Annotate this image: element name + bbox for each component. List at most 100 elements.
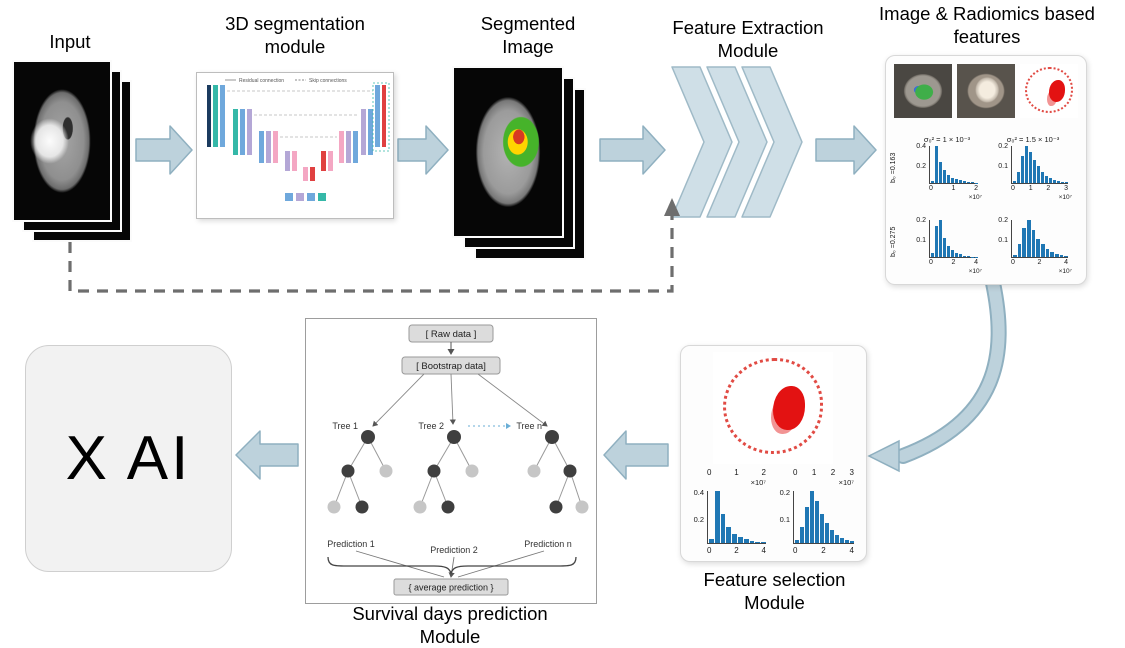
tree-n-label: Tree n xyxy=(516,421,542,431)
hist-bar xyxy=(830,530,834,543)
hist-bar xyxy=(947,245,950,257)
segmentation-module-label: 3D segmentation module xyxy=(225,13,365,58)
curved-arrow-features-to-selection xyxy=(867,275,1007,473)
xai-module: X AI xyxy=(25,345,232,572)
hist-bar xyxy=(947,174,950,183)
hist-bar xyxy=(1022,228,1027,257)
tick-label: 1 xyxy=(951,185,956,192)
axis-exponent: ×10⁷ xyxy=(968,268,982,275)
hist-bar xyxy=(850,541,854,543)
hist-bar xyxy=(1041,244,1045,257)
arrow-extraction-to-features xyxy=(815,125,877,175)
prediction2-label: Prediction 2 xyxy=(430,545,478,555)
tick-label: 2 xyxy=(951,259,956,266)
hist-bar xyxy=(1013,255,1017,257)
tick-label: 0 xyxy=(1011,259,1015,266)
hist-bar xyxy=(967,181,970,183)
hist-bar xyxy=(810,491,814,543)
tick-label: 0 xyxy=(929,259,933,266)
hist-bar xyxy=(805,506,809,543)
hist-bar xyxy=(743,539,749,543)
xai-label: X AI xyxy=(65,424,192,493)
tick-label: 4 xyxy=(761,546,766,555)
hist-bar xyxy=(1029,151,1032,183)
hist-bar xyxy=(1017,171,1020,183)
curly-brace xyxy=(327,556,577,575)
histogram-bars xyxy=(707,491,766,544)
axis-exponent: ×10⁷ xyxy=(1058,268,1072,275)
hist-bar xyxy=(963,181,966,183)
tick-label: 0 xyxy=(707,546,712,555)
tick-label: 2 xyxy=(821,546,826,555)
histogram-bars xyxy=(1011,146,1068,184)
row-label-b0-275: b₀ =0.275 xyxy=(890,226,897,258)
axis-exponent: ×10⁷ xyxy=(750,478,766,487)
tree2-label: Tree 2 xyxy=(418,421,444,431)
hist-bar xyxy=(755,541,761,543)
histogram-bars xyxy=(929,220,978,258)
red-feature-map xyxy=(713,352,833,464)
hist-bar xyxy=(1033,160,1036,183)
hist-bar xyxy=(935,225,938,257)
hist-bar xyxy=(1055,253,1059,257)
hist-bar xyxy=(840,538,844,543)
hist-bar xyxy=(749,540,755,543)
hist-bar xyxy=(1013,181,1016,183)
hist-bar xyxy=(1041,171,1044,183)
tick-label: 3 xyxy=(849,468,854,477)
input-label: Input xyxy=(49,31,91,52)
arrow-input-to-segmentation xyxy=(135,125,193,175)
hist-bar xyxy=(1064,255,1069,257)
prediction-n-label: Prediction n xyxy=(524,539,572,549)
chevron-icon xyxy=(706,66,768,218)
hist-bar xyxy=(931,253,934,257)
hist-bar xyxy=(943,170,946,183)
tick-label: 0 xyxy=(929,185,933,192)
hist-bar xyxy=(959,180,962,183)
tick-label: 4 xyxy=(974,259,978,266)
tick-label: 3 xyxy=(1064,185,1068,192)
tick-label: 2 xyxy=(1037,259,1042,266)
axis-exponent: ×10⁷ xyxy=(838,478,854,487)
unet-skip-connections xyxy=(227,90,373,138)
prediction1-label: Prediction 1 xyxy=(327,539,375,549)
hist-bar xyxy=(737,537,743,543)
segmented-mri-stack xyxy=(452,66,588,262)
hist-bar xyxy=(709,538,714,543)
hist-bar xyxy=(943,237,946,257)
hist-bar xyxy=(967,256,970,257)
hist-bar xyxy=(720,514,726,543)
mri-overlay-thumbnail xyxy=(894,64,952,118)
hist-bar xyxy=(1050,251,1055,257)
tree-edges xyxy=(333,436,583,508)
arrow-selection-to-survival xyxy=(603,430,669,480)
unet-architecture: Residual connection Skip connections xyxy=(207,78,390,201)
histogram-bars xyxy=(1011,220,1069,258)
hist-bar xyxy=(835,535,839,543)
tick-label: 2 xyxy=(830,468,836,477)
hist-bar xyxy=(935,146,938,183)
tick-label: 0 xyxy=(793,546,798,555)
tick-label: 4 xyxy=(1064,259,1068,266)
hist-bar xyxy=(815,501,819,543)
segmentation-unet-module: Residual connection Skip connections xyxy=(196,72,394,219)
hist-bar xyxy=(1021,156,1024,183)
tree1-label: Tree 1 xyxy=(332,421,358,431)
hist-bar xyxy=(1057,181,1060,183)
hist-bar xyxy=(931,180,934,183)
raw-data-label: [ Raw data ] xyxy=(426,329,477,340)
hist-bar xyxy=(761,542,766,543)
hist-bar xyxy=(714,491,720,543)
